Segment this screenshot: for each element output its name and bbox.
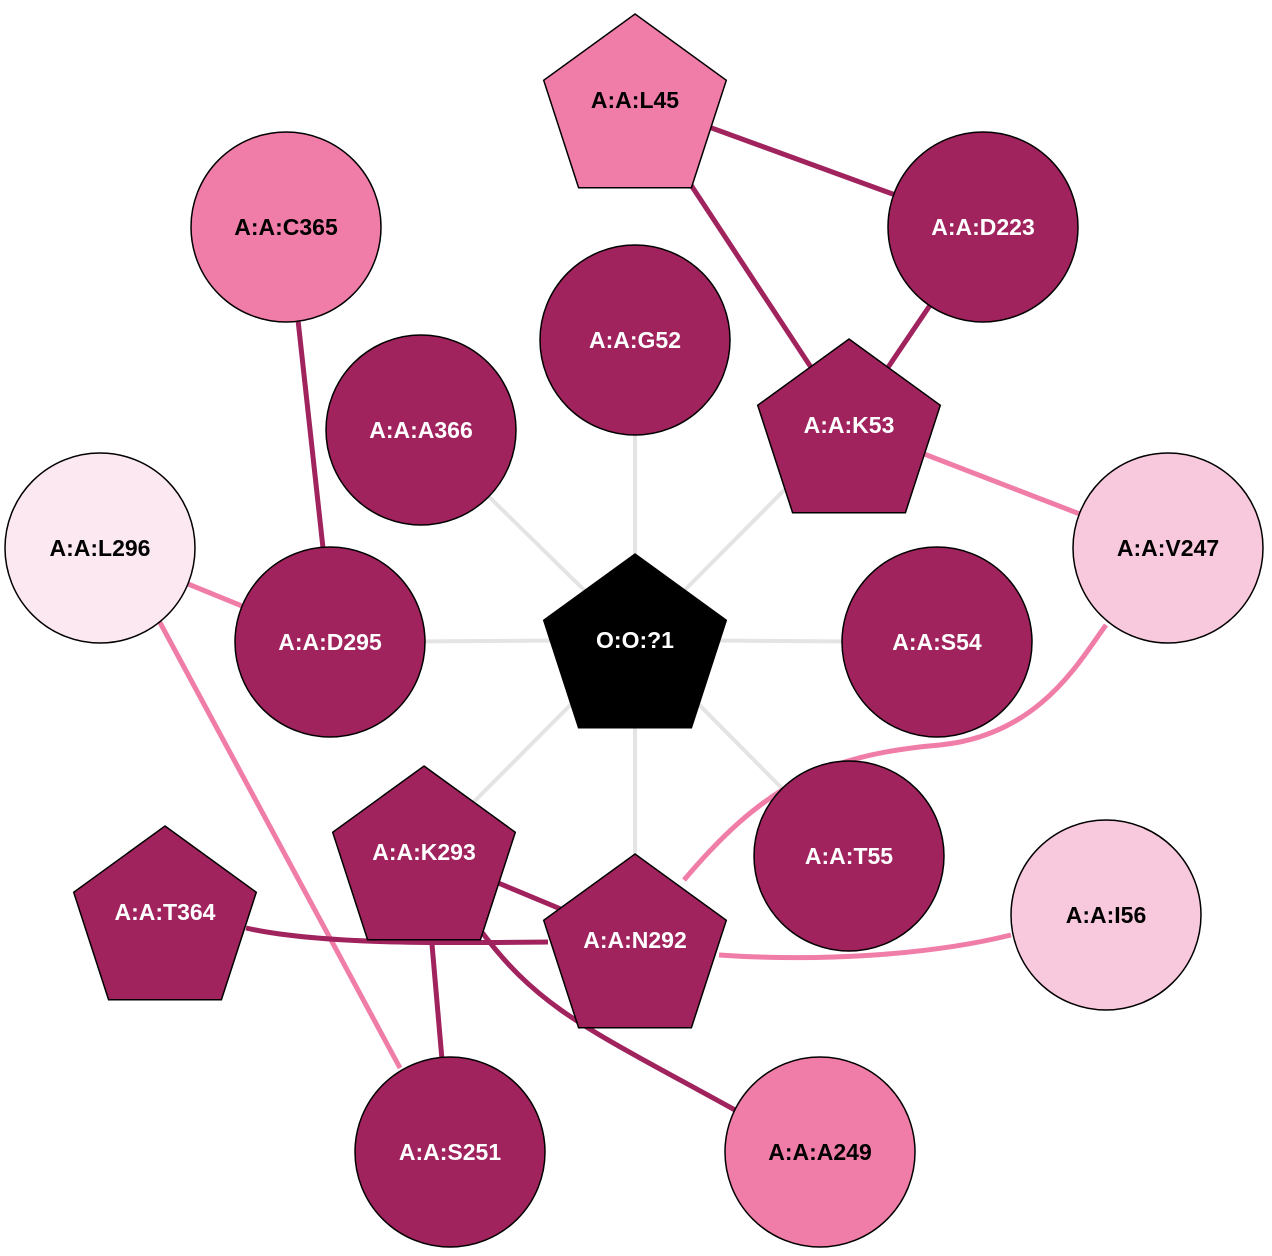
node-pentagon [331, 765, 517, 941]
node-label: A:A:T364 [115, 899, 216, 925]
node-label: A:A:A366 [369, 417, 473, 443]
edge-t364-n292 [245, 925, 549, 946]
node-a249[interactable]: A:A:A249 [724, 1056, 916, 1248]
node-pentagon [542, 853, 728, 1029]
node-label: A:A:G52 [589, 327, 681, 353]
node-t364[interactable]: A:A:T364 [72, 825, 258, 1001]
node-label: O:O:?1 [596, 627, 674, 653]
node-s54[interactable]: A:A:S54 [841, 546, 1033, 738]
node-c365[interactable]: A:A:C365 [190, 131, 382, 323]
edge-l296-s251 [147, 602, 403, 1070]
node-k53[interactable]: A:A:K53 [756, 338, 942, 514]
node-circle [887, 131, 1079, 323]
node-circle [4, 452, 196, 644]
node-pentagon [542, 553, 728, 729]
edge-n292-i56 [718, 932, 1012, 961]
node-s251[interactable]: A:A:S251 [354, 1056, 546, 1248]
node-pentagon [72, 825, 258, 1001]
node-n292[interactable]: A:A:N292 [542, 853, 728, 1029]
node-d295[interactable]: A:A:D295 [234, 546, 426, 738]
node-pentagon [756, 338, 942, 514]
node-circle [753, 760, 945, 952]
node-circle [841, 546, 1033, 738]
node-label: A:A:S251 [399, 1139, 501, 1165]
node-label: A:A:L296 [50, 535, 151, 561]
node-label: A:A:A249 [768, 1139, 872, 1165]
node-circle [1010, 819, 1202, 1011]
node-layer: O:O:?1 A:A:G52A:A:K53A:A:S54A:A:T55A:A:N2… [4, 13, 1264, 1248]
node-circle [190, 131, 382, 323]
edge-c365-d295 [295, 319, 326, 549]
node-label: A:A:I56 [1066, 902, 1147, 928]
node-circle [234, 546, 426, 738]
node-t55[interactable]: A:A:T55 [753, 760, 945, 952]
node-circle [325, 334, 517, 526]
node-v247[interactable]: A:A:V247 [1072, 452, 1264, 644]
node-l296[interactable]: A:A:L296 [4, 452, 196, 644]
node-g52[interactable]: A:A:G52 [539, 244, 731, 436]
node-circle [539, 244, 731, 436]
node-center[interactable]: O:O:?1 [542, 553, 728, 729]
node-label: A:A:D223 [931, 214, 1035, 240]
node-circle [354, 1056, 546, 1248]
node-label: A:A:N292 [583, 927, 687, 953]
node-label: A:A:K53 [804, 412, 895, 438]
node-pentagon [542, 13, 728, 189]
node-d223[interactable]: A:A:D223 [887, 131, 1079, 323]
node-label: A:A:K293 [372, 839, 476, 865]
node-k293[interactable]: A:A:K293 [331, 765, 517, 941]
node-label: A:A:L45 [591, 87, 679, 113]
node-circle [724, 1056, 916, 1248]
node-a366[interactable]: A:A:A366 [325, 334, 517, 526]
node-i56[interactable]: A:A:I56 [1010, 819, 1202, 1011]
node-label: A:A:C365 [234, 214, 338, 240]
node-l45[interactable]: A:A:L45 [542, 13, 728, 189]
node-label: A:A:S54 [892, 629, 982, 655]
node-label: A:A:T55 [805, 843, 893, 869]
node-label: A:A:V247 [1117, 535, 1219, 561]
node-circle [1072, 452, 1264, 644]
edge-v247-n292 [682, 623, 1109, 882]
node-label: A:A:D295 [278, 629, 382, 655]
